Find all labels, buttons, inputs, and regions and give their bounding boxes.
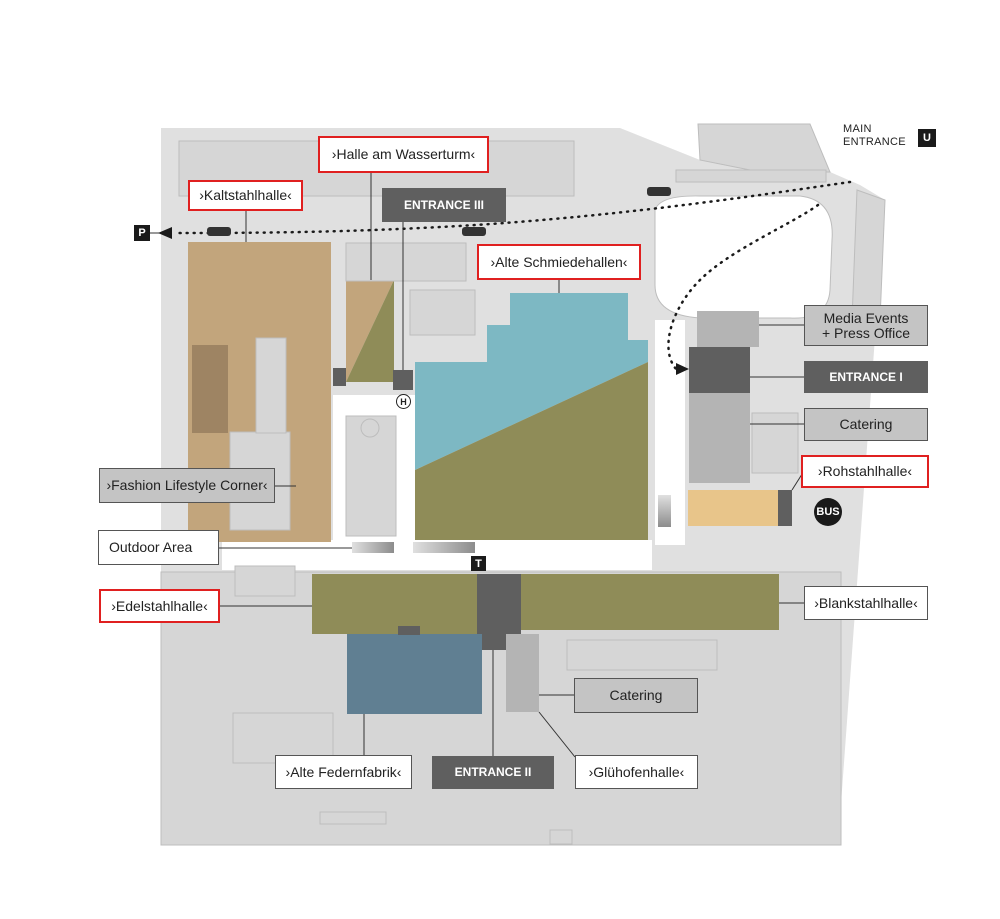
hall-edelstahlhalle [312, 574, 477, 634]
label-halle-am-wasserturm[interactable]: ›Halle am Wasserturm‹ [318, 136, 489, 173]
label-media-events-line2: + Press Office [821, 324, 911, 341]
bus-icon: BUS [814, 498, 842, 526]
path-entrance-i [667, 203, 820, 371]
label-catering-east[interactable]: Catering [804, 408, 928, 441]
tram-icon: T [471, 556, 486, 571]
car-icon [462, 227, 486, 236]
building-parking-strips [409, 289, 476, 336]
hall-alte-federnfabrik [347, 634, 482, 714]
building-entrance-i [689, 347, 750, 393]
label-gluehofenhalle[interactable]: ›Glühofenhalle‹ [575, 755, 698, 789]
label-entrance-i[interactable]: ENTRANCE I [804, 361, 928, 393]
building-federn-small [398, 626, 420, 635]
label-rohstahlhalle[interactable]: ›Rohstahlhalle‹ [801, 455, 929, 488]
hall-alte-schmiedehallen-olive [415, 362, 648, 540]
label-outdoor-area[interactable]: Outdoor Area [98, 530, 219, 565]
road-oval [654, 195, 833, 319]
building-south-east-strips [566, 639, 718, 671]
hall-rohstahlhalle [688, 490, 778, 526]
car-icon [207, 227, 231, 236]
hall-blankstahlhalle [521, 574, 779, 630]
outdoor-gradient-vertical [658, 495, 671, 527]
hall-wasserturm-olive [346, 280, 394, 382]
label-alte-federnfabrik[interactable]: ›Alte Federnfabrik‹ [275, 755, 412, 789]
helipad-icon: H [396, 394, 411, 409]
label-entrance-ii[interactable]: ENTRANCE II [432, 756, 554, 789]
label-kaltstahlhalle[interactable]: ›Kaltstahlhalle‹ [188, 180, 303, 211]
building-south-small-1 [319, 811, 387, 825]
label-media-events[interactable]: Media Events + Press Office [804, 305, 928, 346]
hall-rohstahlhalle-edge [778, 490, 792, 526]
building-catering-east [751, 412, 799, 474]
building-south-west-grid [232, 712, 334, 764]
building-h-block [393, 370, 413, 390]
building-center-north [345, 242, 467, 282]
building-kalt-narrow [255, 337, 287, 434]
label-entrance-iii[interactable]: ENTRANCE III [382, 188, 506, 222]
building-east-small [675, 169, 827, 183]
building-south-west-blocks [234, 565, 296, 597]
main-entrance-text: MAIN ENTRANCE [843, 123, 906, 148]
leader-gluehofenhalle [538, 711, 576, 758]
water-tower [360, 418, 380, 438]
label-blankstahlhalle[interactable]: ›Blankstahlhalle‹ [804, 586, 928, 620]
car-icons [207, 187, 671, 236]
label-alte-schmiedehallen[interactable]: ›Alte Schmiedehallen‹ [477, 244, 641, 280]
path-parking [172, 180, 852, 235]
label-edelstahlhalle[interactable]: ›Edelstahlhalle‹ [99, 589, 220, 623]
building-media-events [697, 311, 759, 347]
walking-paths [158, 180, 852, 375]
hall-gluehofenhalle [506, 634, 539, 712]
outdoor-gradient-right [413, 542, 475, 553]
label-fashion-lifestyle-corner[interactable]: ›Fashion Lifestyle Corner‹ [99, 468, 275, 503]
subway-icon: U [918, 129, 936, 147]
building-east-hall [689, 393, 750, 483]
hall-kaltstahlhalle-inner [192, 345, 228, 433]
building-south-small-2 [549, 829, 573, 845]
label-media-events-line1: Media Events [823, 309, 909, 326]
hall-alte-schmiedehallen-teal [415, 293, 648, 470]
label-catering-south[interactable]: Catering [574, 678, 698, 713]
main-entrance-line2: ENTRANCE [843, 135, 906, 148]
building-east-strip [851, 189, 886, 321]
outdoor-gradient-left [352, 542, 394, 553]
main-entrance-line1: MAIN [843, 123, 872, 135]
arrow-parking [158, 227, 172, 239]
arrow-entrance-i [676, 363, 689, 375]
car-icon [647, 187, 671, 196]
building-wasser-small [333, 368, 346, 386]
parking-icon: P [134, 225, 150, 241]
